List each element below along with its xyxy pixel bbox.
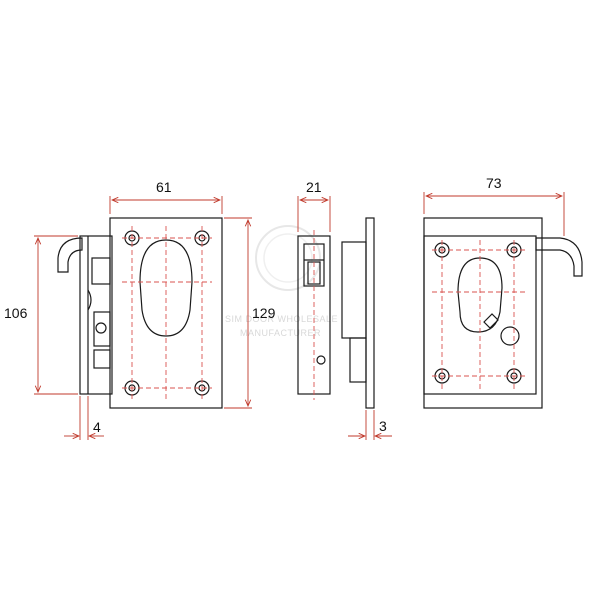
front-plate (109, 217, 223, 409)
front-lower-slot (93, 349, 111, 369)
front-latch-hook (57, 237, 83, 273)
side-cylinder-housing (341, 241, 367, 339)
rear-spindle-hole (500, 326, 520, 346)
rear-dimensions (423, 192, 565, 236)
front-cylinder-hole (139, 239, 193, 337)
front-height-plate-label: 129 (252, 305, 276, 321)
rear-cam (483, 313, 499, 329)
front-latch-pin (95, 322, 107, 334)
front-spring-curve (87, 289, 92, 311)
front-height-outer-label: 106 (4, 305, 28, 321)
rear-centerlines (432, 240, 528, 392)
side-thickness-label: 3 (379, 418, 387, 434)
rear-view (423, 217, 583, 409)
watermark-line2: MANUFACTURER (240, 328, 321, 338)
side-dimensions (297, 196, 392, 440)
side-view (297, 217, 375, 409)
front-dimensions (34, 196, 252, 440)
rear-width-label: 73 (486, 175, 502, 191)
side-lower-housing (349, 337, 367, 383)
watermark-seal-inner (263, 233, 313, 283)
front-bolt-slot (91, 257, 111, 285)
side-depth-label: 21 (306, 179, 322, 195)
watermark-line1: SIM DOOR WHOLESALE (225, 314, 338, 324)
front-offset-label: 4 (93, 419, 101, 435)
front-centerlines (122, 226, 212, 400)
side-hole (316, 355, 326, 365)
front-view (57, 217, 223, 409)
watermark-seal (255, 225, 321, 291)
side-plate (365, 217, 375, 409)
front-lock-body (79, 235, 113, 395)
watermark: SIM DOOR WHOLESALE MANUFACTURER (225, 225, 338, 338)
front-width-label: 61 (156, 179, 172, 195)
rear-latch-hook (535, 237, 583, 277)
rear-cylinder-hole (457, 257, 503, 333)
rear-case-inner (423, 235, 537, 395)
